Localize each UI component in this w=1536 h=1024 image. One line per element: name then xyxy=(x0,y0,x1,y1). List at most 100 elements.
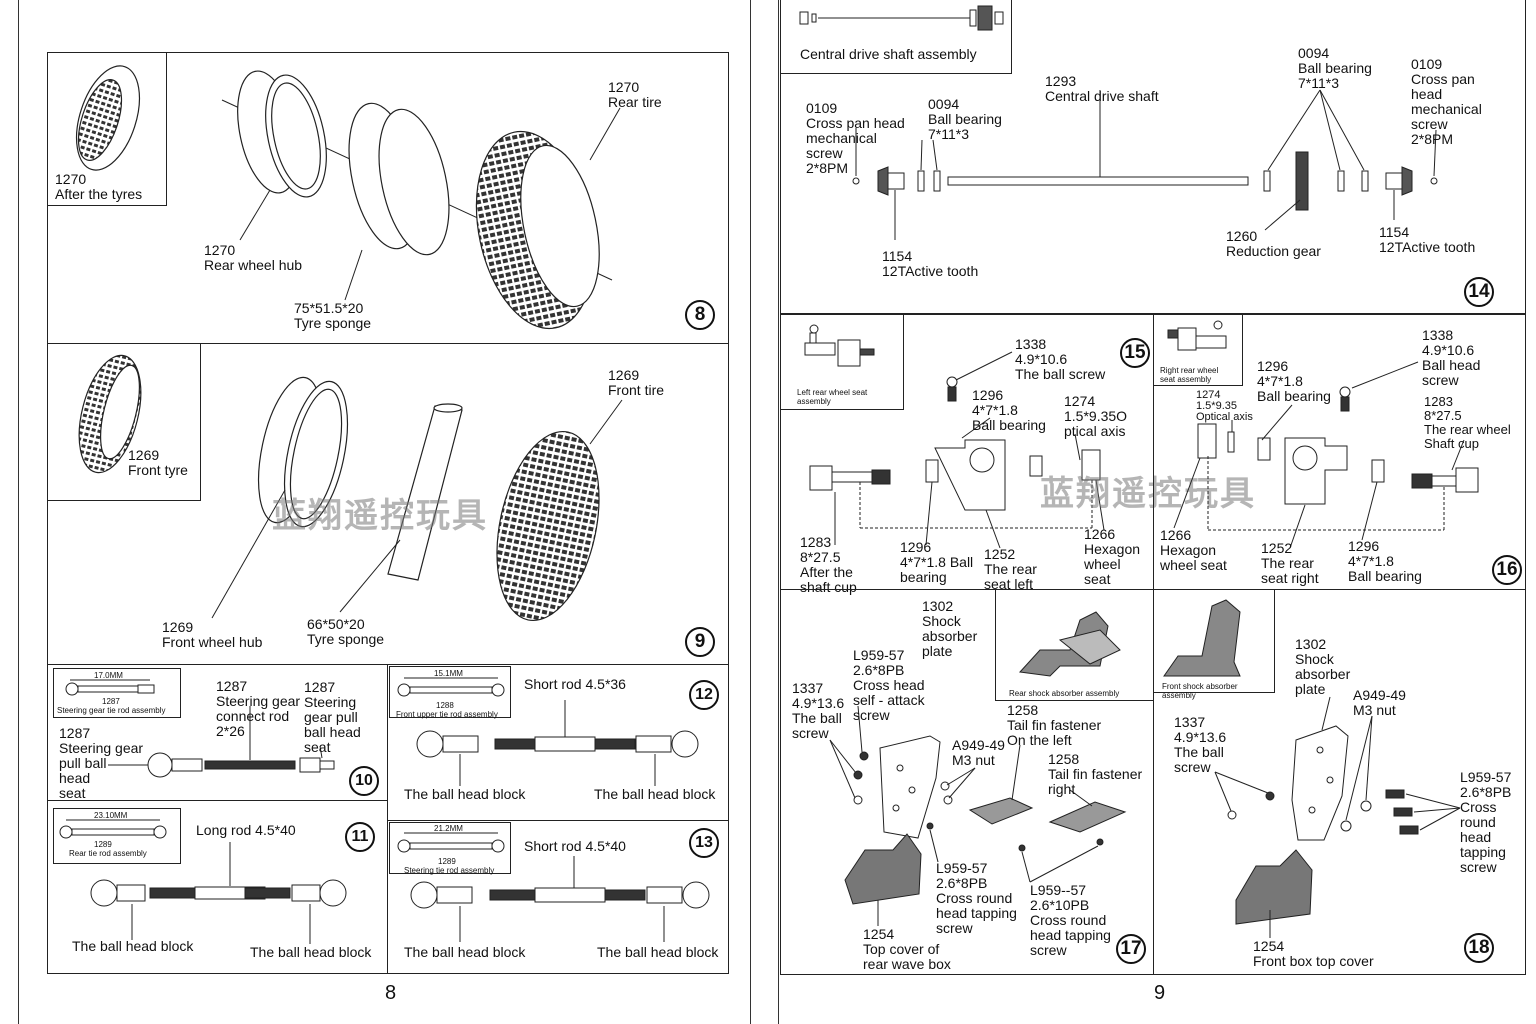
step-12-13-divider xyxy=(387,820,729,821)
step-13-ball-right-label: The ball head block xyxy=(597,944,719,960)
step-17-top-cover-label: 1254 Top cover of rear wave box xyxy=(863,926,951,972)
step-9-number: 9 xyxy=(685,627,715,657)
step-12-number: 12 xyxy=(689,680,719,710)
step-17-plate-label: 1302 Shock absorber plate xyxy=(922,598,978,659)
tyre-sponge-label: 75*51.5*20 Tyre sponge xyxy=(294,300,372,331)
step-12-inset-dim: 15.1MM xyxy=(434,669,463,678)
step-18-inset xyxy=(1153,589,1275,693)
step-12-inset xyxy=(389,666,511,718)
step-18-ball-screw-label: 1337 4.9*13.6 The ball screw xyxy=(1174,714,1227,775)
step-14-panel xyxy=(780,0,1526,314)
step-15-number: 15 xyxy=(1120,338,1150,368)
step-14-inset-caption: Central drive shaft assembly xyxy=(800,46,977,62)
step-13-inset-part: 1289 xyxy=(438,857,456,866)
tyre-sponge-icon xyxy=(387,403,463,581)
page-gutter-right xyxy=(778,0,779,1024)
step-15-hex-seat-label: 1266 Hexagon wheel seat xyxy=(1084,526,1141,587)
step-14-reduction-gear-label: 1260 Reduction gear xyxy=(1226,228,1321,259)
page-number-right: 9 xyxy=(1154,982,1166,1004)
step-16-optical-axis-label: 1274 1.5*9.35 Optical axis xyxy=(1196,389,1253,423)
watermark: 蓝翔遥控玩具 xyxy=(1040,474,1256,514)
step-11-ball-left-label: The ball head block xyxy=(72,938,194,954)
step-14-screw-left-label: 0109 Cross pan head mechanical screw 2*8… xyxy=(806,100,905,176)
front-wheel-hub-label: 1269 Front wheel hub xyxy=(162,619,263,650)
step-10-pull-ball-label: 1287 Steering gear pull ball head seat xyxy=(59,725,144,801)
tyre-sponge-label: 66*50*20 Tyre sponge xyxy=(307,616,385,647)
step-17-number: 17 xyxy=(1116,934,1146,964)
step-9-inset-label: 1269 Front tyre xyxy=(128,447,188,478)
step-12-ball-right-label: The ball head block xyxy=(594,786,716,802)
step-14-number: 14 xyxy=(1464,277,1494,307)
rod-steps-panel xyxy=(47,664,729,974)
step-10-inset xyxy=(53,668,181,718)
rear-tire-icon xyxy=(475,130,600,330)
step-15-bearing-bottom-label: 1296 4*7*1.8 Ball bearing xyxy=(900,539,974,585)
step-13-number: 13 xyxy=(689,828,719,858)
step-18-top-cover-label: 1254 Front box top cover xyxy=(1253,938,1374,969)
step-11-inset xyxy=(53,808,181,864)
page-left-edge xyxy=(18,0,19,1024)
step-13-ball-left-label: The ball head block xyxy=(404,944,526,960)
step-16-ball-screw-label: 1338 4.9*10.6 Ball head screw xyxy=(1422,327,1481,388)
step-10-number: 10 xyxy=(349,766,379,796)
step-15-bearing-top-label: 1296 4*7*1.8 Ball bearing xyxy=(972,387,1046,433)
step-11-rod-label: Long rod 4.5*40 xyxy=(196,822,296,838)
step-13-rod-label: Short rod 4.5*40 xyxy=(524,838,626,854)
step-17-fin-left-label: 1258 Tail fin fastener On the left xyxy=(1007,702,1102,748)
step-12-rod-label: Short rod 4.5*36 xyxy=(524,676,626,692)
front-wheel-hub-icon xyxy=(257,376,349,528)
watermark: 蓝翔遥控玩具 xyxy=(272,496,488,536)
step-17-inset-caption: Rear shock absorber assembly xyxy=(1009,689,1120,698)
step-11-inset-caption: Rear tie rod assembly xyxy=(69,849,147,858)
step-13-inset xyxy=(389,822,511,874)
page-gutter-left xyxy=(750,0,751,1024)
step-13-inset-dim: 21.2MM xyxy=(434,824,463,833)
step-15-optical-axis-label: 1274 1.5*9.35O ptical axis xyxy=(1064,393,1128,439)
step-10-11-divider xyxy=(47,800,387,801)
rear-tire-label: 1270 Rear tire xyxy=(608,79,662,110)
page-number-left: 8 xyxy=(385,982,397,1004)
rear-wheel-hub-icon xyxy=(237,70,327,198)
rear-wheel-hub-label: 1270 Rear wheel hub xyxy=(204,242,303,273)
step-14-tooth-right-label: 1154 12TActive tooth xyxy=(1379,224,1476,255)
step-10-inset-dim: 17.0MM xyxy=(94,671,123,680)
step-17-tap-8-label: L959-57 2.6*8PB Cross round head tapping… xyxy=(936,860,1017,936)
step-16-rear-seat-label: 1252 The rear seat right xyxy=(1261,540,1319,586)
step-10-pull-seat-label: 1287 Steering gear pull ball head seat xyxy=(304,679,361,755)
step-16-inset-caption: Right rear wheel seat assembly xyxy=(1160,366,1219,384)
tyre-sponge-icon xyxy=(348,102,450,256)
step-8-number: 8 xyxy=(685,300,715,330)
step-15-rear-seat-label: 1252 The rear seat left xyxy=(984,546,1037,592)
step-14-tooth-left-label: 1154 12TActive tooth xyxy=(882,248,979,279)
step-10-inset-part: 1287 xyxy=(102,697,120,706)
step-16-inset xyxy=(1153,314,1243,386)
step-17-fin-right-label: 1258 Tail fin fastener right xyxy=(1048,751,1143,797)
step-15-inset-caption: Left rear wheel seat assembly xyxy=(797,388,868,406)
step-8-inset xyxy=(47,52,167,206)
step-10-inset-caption: Steering gear tie rod assembly xyxy=(57,706,166,715)
front-tire-label: 1269 Front tire xyxy=(608,367,665,398)
step-18-inset-caption: Front shock absorber assembly xyxy=(1162,682,1238,700)
step-18-tap-label: L959-57 2.6*8PB Cross round head tapping… xyxy=(1460,769,1512,875)
step-12-ball-left-label: The ball head block xyxy=(404,786,526,802)
tire-icon xyxy=(78,354,142,474)
step-14-inset xyxy=(780,0,1012,74)
step-15-inset xyxy=(780,314,904,410)
step-16-bearing-top-label: 1296 4*7*1.8 Ball bearing xyxy=(1257,358,1331,404)
step-15-ball-screw-label: 1338 4.9*10.6 The ball screw xyxy=(1015,336,1106,382)
step-16-bearing-bottom-label: 1296 4*7*1.8 Ball bearing xyxy=(1348,538,1422,584)
step-9-inset xyxy=(47,343,201,501)
step-18-panel xyxy=(1153,589,1526,975)
step-12-inset-part: 1288 xyxy=(436,701,454,710)
step-16-hex-seat-label: 1266 Hexagon wheel seat xyxy=(1160,527,1227,573)
step-13-inset-caption: Steering tie rod assembly xyxy=(404,866,495,875)
